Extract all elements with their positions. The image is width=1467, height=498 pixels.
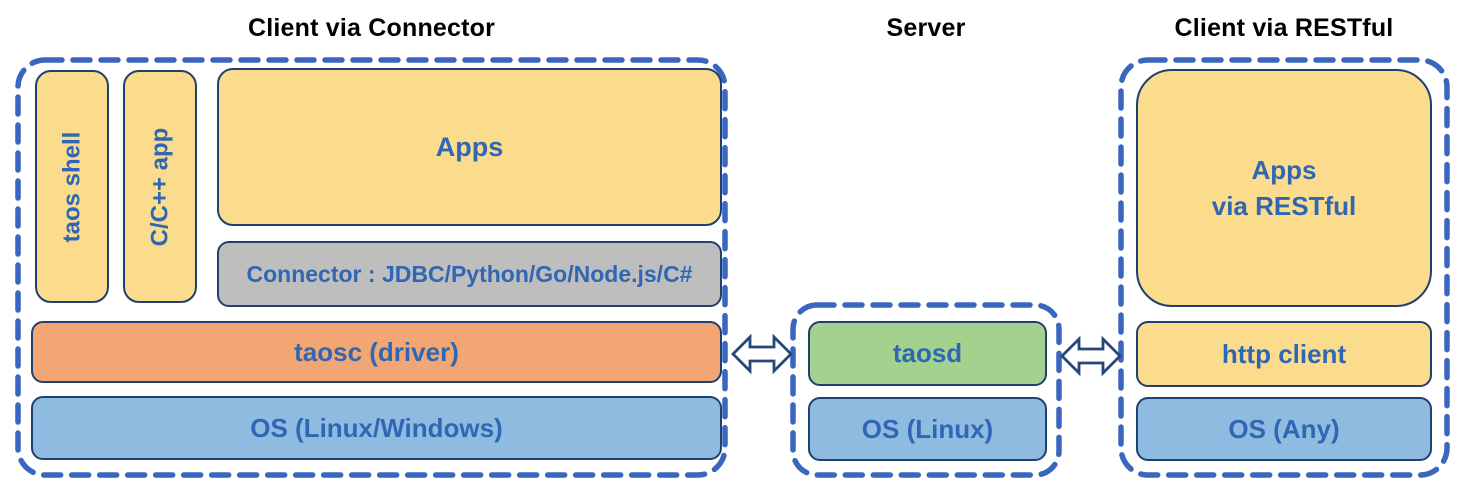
os-linux-windows-label: OS (Linux/Windows) — [250, 412, 503, 443]
bidirectional-arrow-icon — [1060, 335, 1122, 377]
connector-client-group-border — [15, 57, 728, 478]
section-title-client-via-restful: Client via RESTful — [1174, 14, 1394, 42]
apps-box: Apps — [217, 68, 722, 226]
os-linux-label: OS (Linux) — [861, 413, 994, 444]
taos-shell-box: taos shell — [35, 70, 109, 303]
taosc-driver-box: taosc (driver) — [31, 321, 722, 383]
apps-label: Apps — [435, 131, 504, 162]
connector-label: Connector : JDBC/Python/Go/Node.js/C# — [246, 260, 693, 287]
bidirectional-arrow-icon — [731, 333, 793, 375]
http-client-box: http client — [1136, 321, 1432, 387]
taosd-label: taosd — [892, 338, 963, 368]
taosd-box: taosd — [808, 321, 1047, 386]
taosc-driver-label: taosc (driver) — [294, 336, 459, 367]
section-title-client-via-connector: Client via Connector — [247, 14, 496, 42]
section-title-server: Server — [886, 14, 966, 42]
apps-via-restful-label: Apps via RESTful — [1212, 152, 1356, 225]
apps-via-restful-box: Apps via RESTful — [1136, 69, 1432, 307]
os-linux-box: OS (Linux) — [808, 397, 1047, 461]
os-any-label: OS (Any) — [1228, 413, 1340, 444]
apps-via-restful-line2: via RESTful — [1211, 191, 1357, 221]
http-client-label: http client — [1221, 338, 1347, 369]
cpp-app-label: C/C++ app — [146, 127, 174, 246]
os-linux-windows-box: OS (Linux/Windows) — [31, 396, 722, 460]
apps-via-restful-line1: Apps — [1251, 154, 1317, 185]
restful-client-group-border — [1118, 57, 1450, 478]
os-any-box: OS (Any) — [1136, 397, 1432, 461]
taos-shell-label: taos shell — [58, 131, 85, 242]
connector-box: Connector : JDBC/Python/Go/Node.js/C# — [217, 241, 722, 307]
server-group-border — [790, 302, 1062, 478]
cpp-app-box: C/C++ app — [123, 70, 197, 303]
